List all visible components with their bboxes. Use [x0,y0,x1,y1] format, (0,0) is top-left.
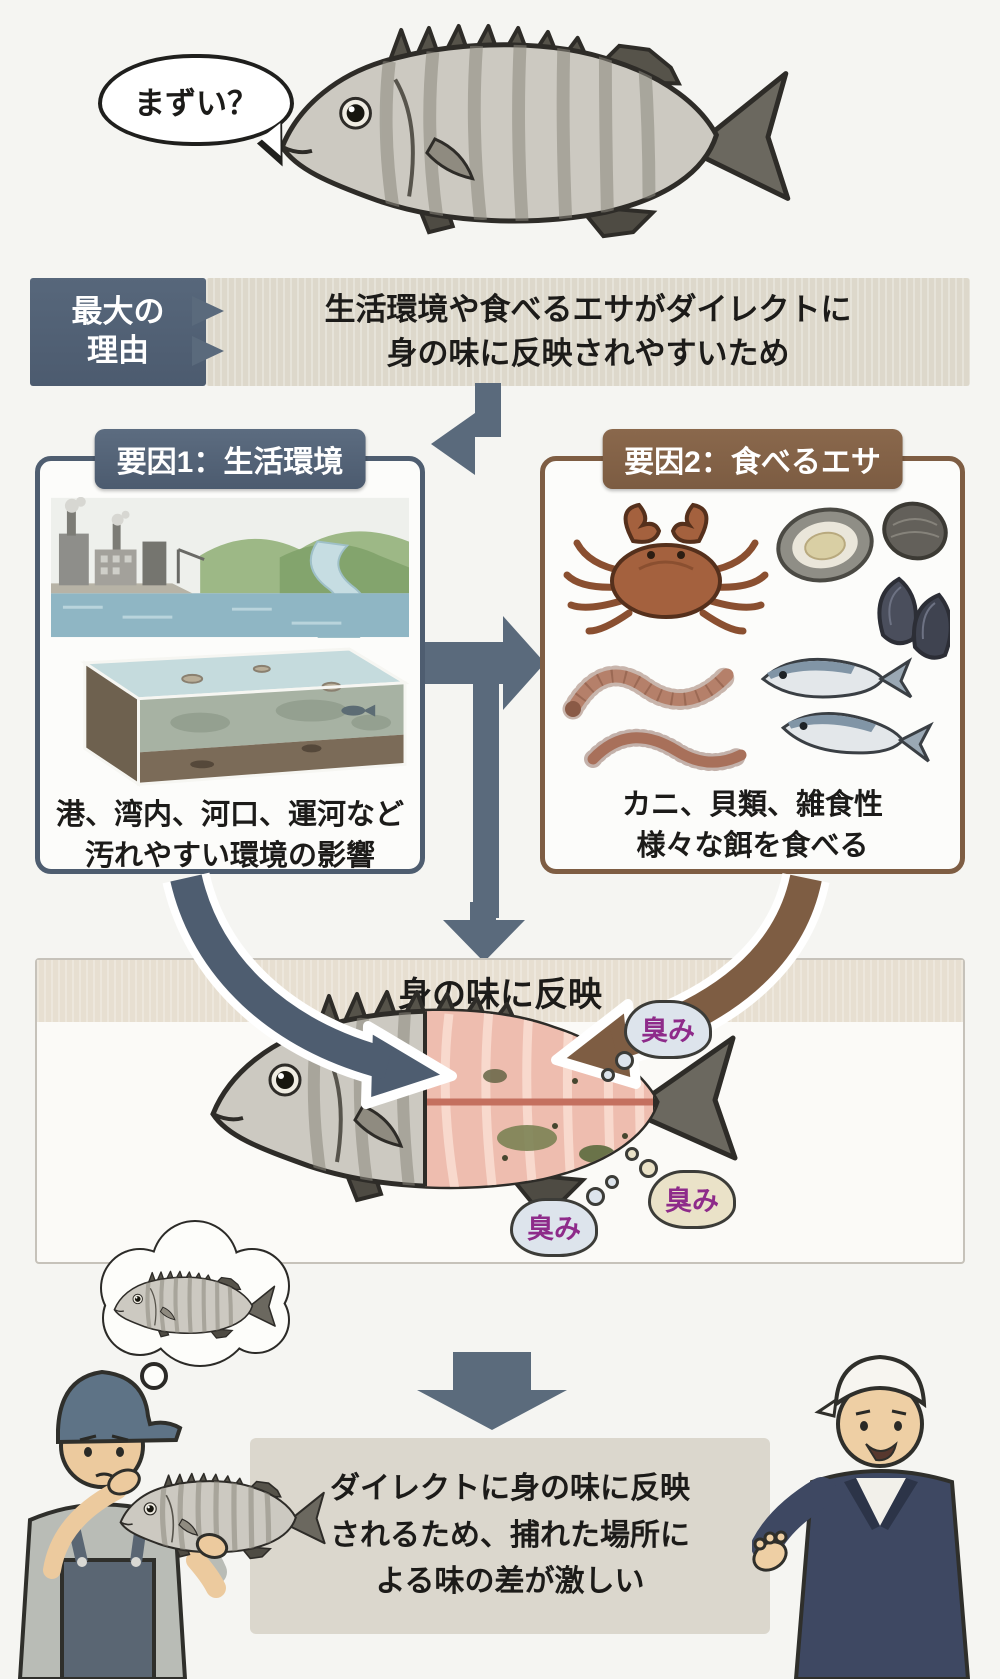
worm-icon [562,664,750,772]
flow-connector-arrow [425,616,545,918]
reason-label-box: 最大の 理由 [30,278,206,386]
conclusion-box: ダイレクトに身の味に反映 されるため、捕れた場所に よる味の差が激しい [250,1438,770,1634]
crab-icon [563,502,769,635]
factor-1-card: 要因1：生活環境 [35,429,425,874]
down-left-arrow-icon [431,383,501,475]
factor-1-caption: 港、湾内、河口、運河など 汚れやすい環境の影響 [55,799,404,872]
smell-label: 臭み [527,1214,581,1244]
down-arrow-icon [443,902,525,962]
oyster-icon [776,507,874,583]
speech-bubble-text: まずい？ [134,85,258,121]
thought-bubble-fish [100,1220,290,1412]
smell-bubble: 臭み [510,1175,619,1257]
sea-bream-illustration [268,22,804,250]
harbor-environment-illustration [51,497,409,787]
factor-2-card: 要因2：食べるエサ [540,429,965,874]
fisherman-illustration [17,1369,345,1679]
baitfish-icon [760,657,934,763]
chef-illustration [752,1354,971,1679]
factor-2-title: 要因2：食べるエサ [602,429,903,489]
right-arrows-icon [192,296,224,376]
smell-label: 臭み [641,1016,695,1046]
factor-1-title: 要因1：生活環境 [94,429,366,489]
oyster-shell-icon [882,501,948,561]
speech-bubble: まずい？ [98,54,294,146]
factor-2-caption: カニ、貝類、雑食性 様々な餌を食べる [621,789,883,862]
mussel-icon [877,576,950,660]
smell-bubble: 臭み [625,1147,736,1229]
reason-row: 最大の 理由 生活環境や食べるエサがダイレクトに 身の味に反映されやすいため [30,278,970,386]
reason-statement: 生活環境や食べるエサがダイレクトに 身の味に反映されやすいため [206,278,970,386]
bait-food-illustration [562,501,950,772]
smell-label: 臭み [665,1186,719,1216]
smell-bubble: 臭み [601,1000,712,1082]
down-arrow-icon [417,1352,567,1430]
